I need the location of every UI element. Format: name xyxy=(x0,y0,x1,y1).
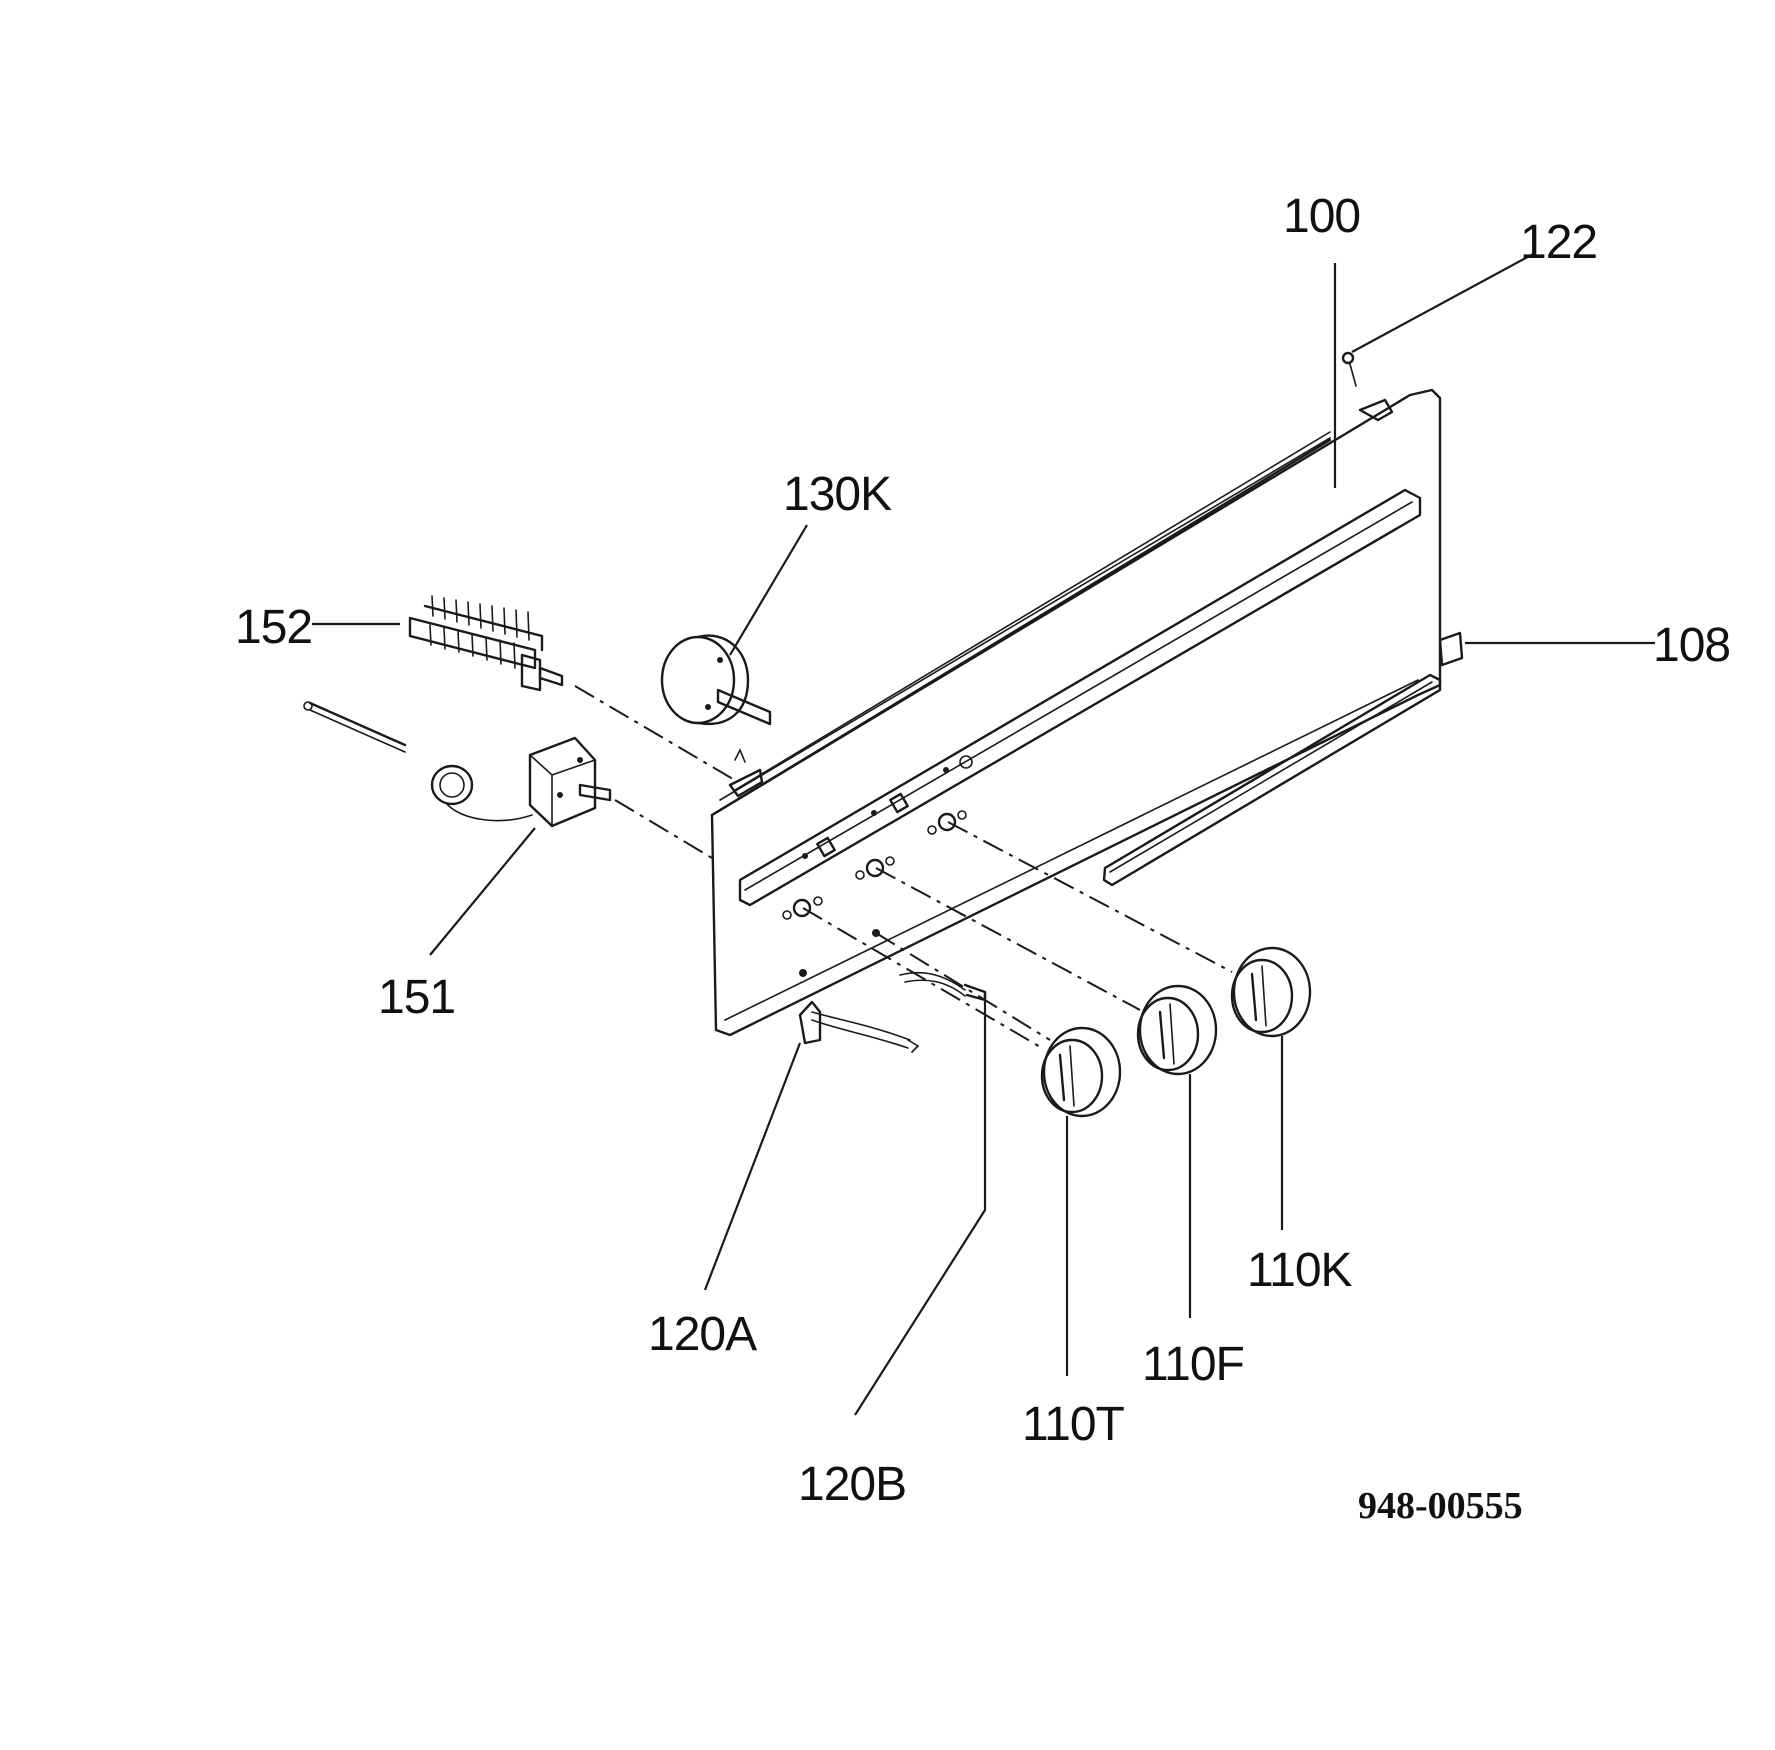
callout-110f: 110F xyxy=(1142,1338,1244,1391)
control-panel xyxy=(710,388,1442,1037)
selector-switch-152 xyxy=(408,595,564,692)
callout-100: 100 xyxy=(1283,190,1360,243)
trim-strip xyxy=(1102,631,1464,887)
callout-152: 152 xyxy=(235,601,312,654)
callout-130k: 130K xyxy=(783,468,892,521)
thermostat-151 xyxy=(303,701,612,828)
drawing-number: 948-00555 xyxy=(1358,1485,1523,1527)
callout-151: 151 xyxy=(378,971,455,1024)
knob-110k xyxy=(1230,946,1312,1038)
knob-110f xyxy=(1136,984,1218,1076)
callout-120b: 120B xyxy=(798,1458,906,1511)
knob-110t xyxy=(1040,1026,1122,1118)
assembly-lines xyxy=(574,685,1233,1049)
callout-122: 122 xyxy=(1520,216,1597,269)
screw xyxy=(1341,351,1357,387)
callout-110k: 110K xyxy=(1247,1244,1353,1297)
callout-120a: 120A xyxy=(648,1308,757,1361)
timer-130k xyxy=(660,634,772,726)
callout-108: 108 xyxy=(1653,619,1730,672)
brackets-120 xyxy=(798,971,987,1053)
callout-110t: 110T xyxy=(1022,1398,1125,1451)
callout-labels: 100 122 130K 152 108 151 120A 120B 110T … xyxy=(235,190,1731,1527)
leader-lines xyxy=(312,252,1655,1416)
